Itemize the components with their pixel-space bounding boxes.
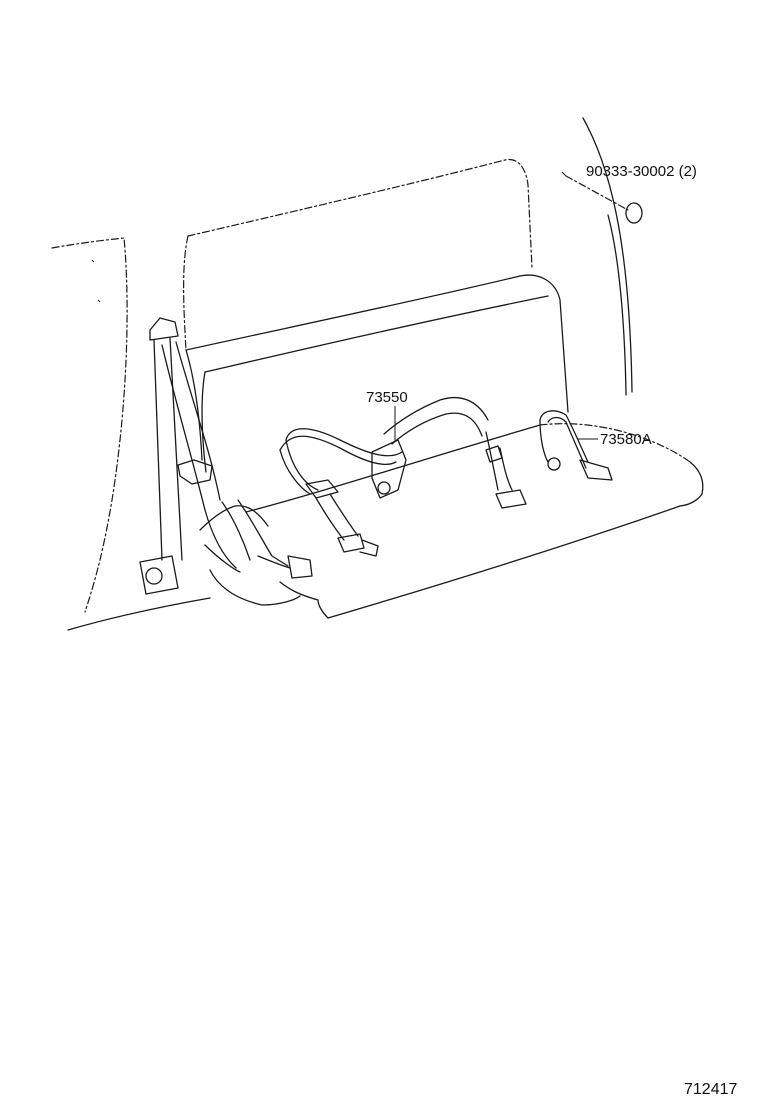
part-number-plug-hole-label: 90333-30002 (2) [586,163,697,180]
right-seat-belt-drawing [539,410,613,481]
rear-body-panel [582,117,633,396]
part-number-center-belt-label: 73550 [366,389,408,406]
leader-lines [394,171,643,442]
diagram-id-label: 712417 [684,1081,737,1098]
part-number-right-belt-label: 73580A [600,431,652,448]
left-seat-belt-assembly [139,317,313,595]
seat-cushion [209,423,704,619]
vehicle-side-panel [51,237,211,631]
seat-back [183,158,569,473]
center-seat-belt-drawing [279,396,527,557]
